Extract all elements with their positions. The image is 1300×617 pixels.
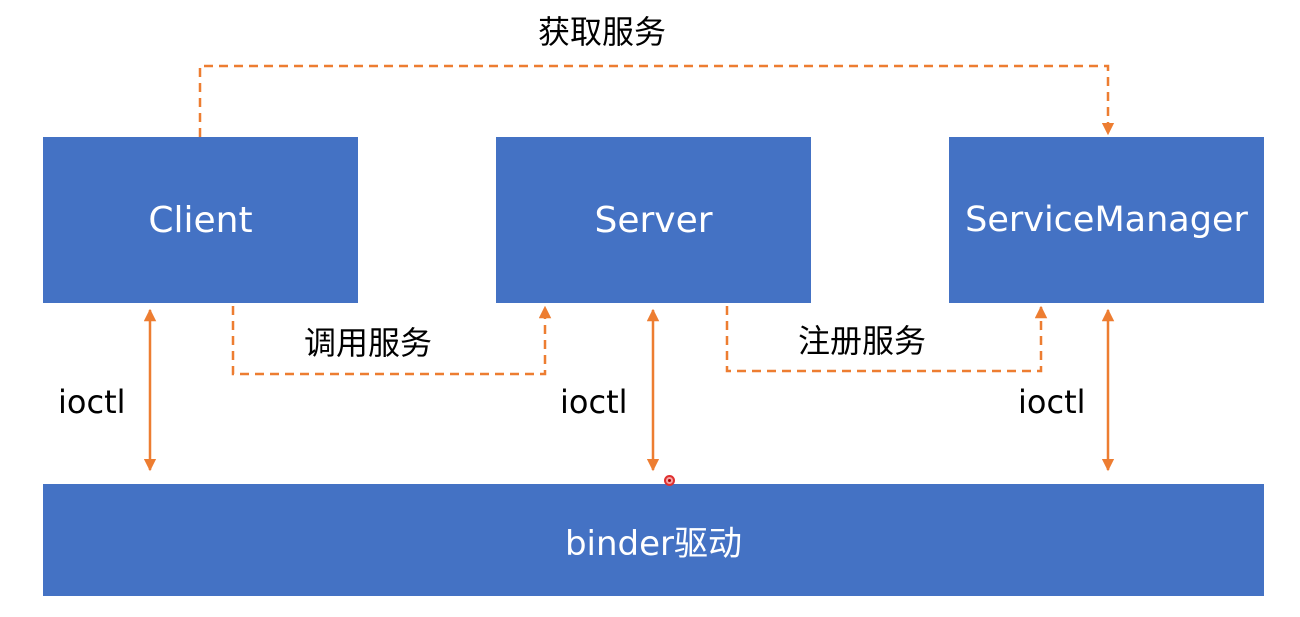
node-client: Client — [43, 137, 358, 303]
edge-register-service — [725, 305, 1048, 373]
label-ioctl-client: ioctl — [58, 383, 126, 421]
node-service-manager: ServiceManager — [949, 137, 1264, 303]
node-client-label: Client — [148, 199, 253, 241]
node-binder-driver: binder驱动 — [43, 484, 1264, 596]
node-server-label: Server — [594, 199, 713, 241]
node-server: Server — [496, 137, 811, 303]
edge-get-service — [198, 64, 1115, 137]
node-binder-driver-label: binder驱动 — [564, 523, 743, 564]
node-service-manager-label: ServiceManager — [965, 200, 1248, 240]
label-call-service: 调用服务 — [304, 324, 433, 362]
label-register-service: 注册服务 — [798, 322, 927, 360]
pointer-cursor-icon — [664, 475, 675, 486]
label-get-service: 获取服务 — [538, 13, 667, 51]
label-ioctl-service-manager: ioctl — [1018, 383, 1086, 421]
edge-call-service — [231, 305, 552, 376]
label-ioctl-server: ioctl — [560, 383, 628, 421]
